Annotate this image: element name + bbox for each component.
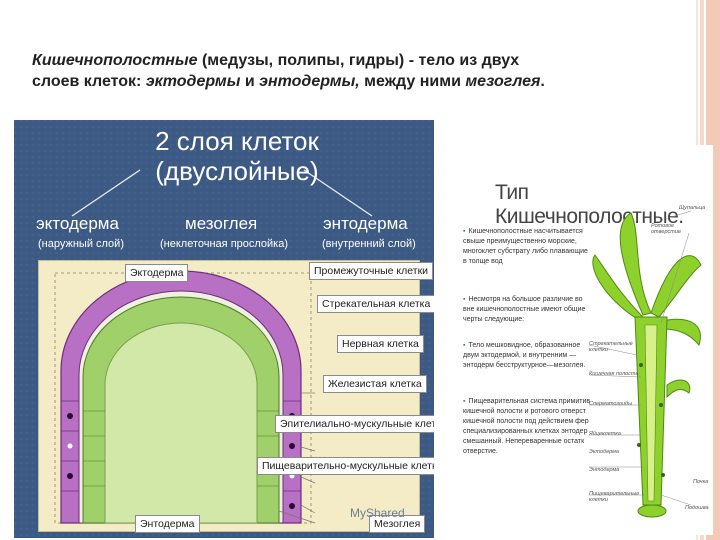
mesoglea-sublabel: (неклеточная прослойка) (160, 238, 288, 250)
annotation-epithelial-muscle-cells: Эпителиально-мускульные клетки (275, 415, 434, 433)
fig-label-tentacles: Щупальца (679, 205, 705, 211)
coelenterata-page-panel: Тип Кишечнополостные. ▪Кишечнополостные … (455, 145, 713, 535)
fig-label-stinging-cells: Стрекательные клетки (589, 341, 629, 353)
endoderm-label: энтодерма (323, 214, 408, 234)
right-paragraph-3-text: Тело мешковидное, образованное двум экто… (463, 342, 585, 369)
fig-label-foot: Подошва (685, 505, 709, 511)
term-endoderm: энтодермы, (259, 73, 360, 90)
fig-label-endoderm: Энтодерма (589, 467, 619, 473)
hydra-illustration (581, 205, 711, 535)
tag-ectoderm: Эктодерма (125, 264, 188, 282)
annotation-stinging-cell: Стрекательная клетка (317, 295, 434, 313)
fig-label-sperm: Сперматозоиды (589, 401, 632, 407)
intro-paragraph: Кишечнополостные (медузы, полипы, гидры)… (32, 50, 552, 92)
cell-layer-diagram: Эктодерма Энтодерма Промежуточные клетки… (38, 260, 420, 532)
annotation-intermediate-cells: Промежуточные клетки (309, 262, 433, 280)
fig-label-egg: Яйцеклетка (589, 431, 621, 437)
fig-label-bud: Почка (693, 479, 708, 485)
watermark-logo: MyShared (350, 506, 405, 520)
diagram-title: 2 слоя клеток (двуслойные) (142, 126, 332, 186)
term-mesoglea: мезоглея (465, 73, 540, 90)
fig-label-mouth: Ротовое отверстие (651, 223, 691, 235)
endoderm-sublabel: (внутренний слой) (322, 238, 416, 250)
mesoglea-label: мезоглея (185, 214, 257, 234)
two-layer-diagram-panel: 2 слоя клеток (двуслойные) эктодерма (на… (14, 120, 434, 538)
right-paragraph-2: ▪Несмотря на большое различие во вне киш… (463, 295, 593, 325)
diagram-title-line2: (двуслойные) (142, 156, 332, 186)
right-paragraph-4: ▪Пищеварительная система примитив кишечн… (463, 397, 593, 457)
intro-text-2: и (240, 73, 259, 90)
diagram-title-line1: 2 слоя клеток (142, 126, 332, 156)
annotation-digestive-muscle-cells: Пищеварительно-мускульные клетки (257, 457, 434, 475)
fig-label-gut-cavity: Кишечная полость (589, 371, 638, 377)
right-paragraph-2-text: Несмотря на большое различие во вне кише… (463, 296, 585, 323)
right-paragraph-4-text: Пищеварительная система примитив кишечно… (463, 398, 590, 455)
term-coelenterates: Кишечнополостные (32, 52, 198, 69)
right-paragraph-1: ▪Кишечнополостные насчитывается свыше пр… (463, 227, 593, 267)
right-paragraph-1-text: Кишечнополостные насчитывается свыше пре… (463, 228, 588, 265)
right-paragraph-3: ▪Тело мешковидное, образованное двум экт… (463, 341, 593, 371)
intro-text-3: между ними (360, 73, 466, 90)
intro-text-4: . (540, 73, 544, 90)
ectoderm-label: эктодерма (36, 214, 119, 234)
fig-label-ectoderm: Эктодерма (589, 449, 619, 455)
term-ectoderm: эктодермы (146, 73, 241, 90)
annotation-gland-cell: Железистая клетка (323, 375, 427, 393)
fig-label-digestive-cells: Пищеварительные клетки (589, 491, 635, 503)
tag-endoderm: Энтодерма (135, 515, 200, 533)
annotation-nerve-cell: Нервная клетка (337, 335, 424, 353)
ectoderm-sublabel: (наружный слой) (38, 238, 124, 250)
